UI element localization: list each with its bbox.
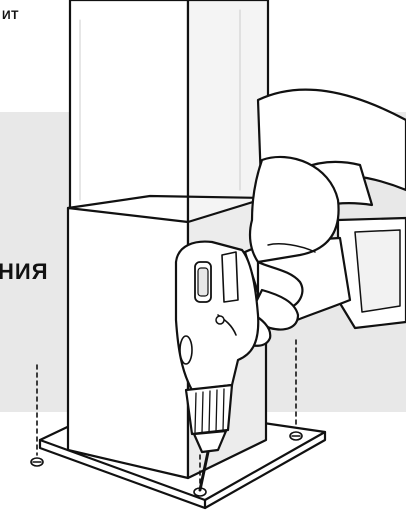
battery-pack [338,218,406,328]
